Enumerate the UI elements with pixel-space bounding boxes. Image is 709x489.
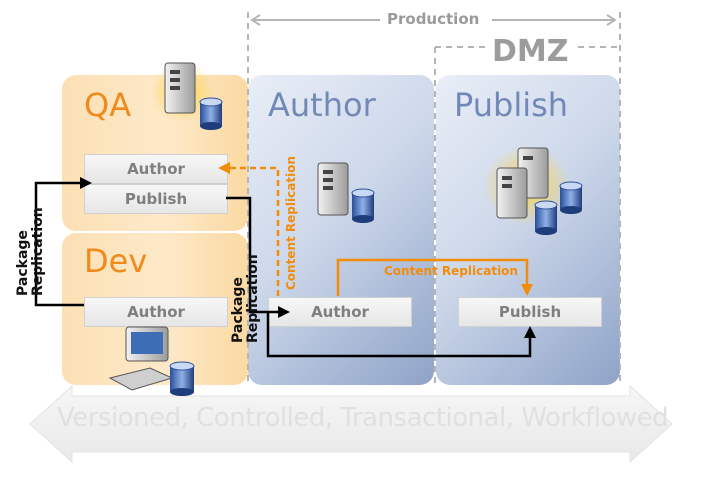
publish-title: Publish	[454, 86, 569, 124]
production-label: Production	[383, 10, 484, 28]
production-arrowhead-right	[606, 14, 617, 26]
package-replication-arrowhead-left	[80, 177, 92, 189]
dev-title: Dev	[84, 242, 148, 280]
dmz-label: DMZ	[492, 34, 569, 69]
package-label: Package	[230, 277, 246, 343]
package-replication-arrow-bottom	[266, 312, 532, 358]
author-database-icon	[351, 188, 375, 223]
content-replication-arrow-dashed	[228, 166, 280, 296]
production-arrowhead-left	[250, 14, 261, 26]
content-replication-label-vertical: Content Replication	[284, 156, 298, 290]
qa-database-icon	[199, 97, 223, 130]
package-replication-arrow-mid	[226, 196, 280, 314]
content-replication-arrow-solid	[336, 258, 529, 296]
content-replication-arrowhead-solid	[521, 284, 533, 296]
package-replication-label-mid: Package Replication	[230, 254, 261, 343]
package-label: Package	[15, 230, 31, 296]
timeline-band-arrow	[29, 384, 673, 464]
replication-label: Replication	[245, 254, 261, 343]
replication-label: Replication	[30, 207, 46, 296]
prod-publish-box: Publish	[458, 297, 602, 327]
qa-publish-box: Publish	[84, 184, 228, 214]
package-replication-arrowhead-mid	[278, 306, 290, 318]
dev-database-icon	[169, 361, 195, 396]
package-replication-arrow-left	[34, 181, 84, 307]
package-replication-arrowhead-bottom	[524, 326, 536, 338]
qa-server-icon	[150, 62, 214, 122]
author-server-icon	[317, 162, 349, 216]
publish-database-icon	[534, 181, 583, 235]
qa-author-box: Author	[84, 154, 228, 184]
author-title: Author	[268, 86, 376, 124]
timeline-band-label: Versioned, Controlled, Transactional, Wo…	[57, 403, 669, 433]
prod-author-box: Author	[268, 297, 412, 327]
package-replication-label-left: Package Replication	[15, 207, 46, 296]
content-replication-label-horizontal: Content Replication	[384, 264, 518, 278]
dev-author-box: Author	[84, 297, 228, 327]
qa-title: QA	[84, 86, 132, 124]
content-replication-arrowhead-dashed	[218, 162, 230, 174]
